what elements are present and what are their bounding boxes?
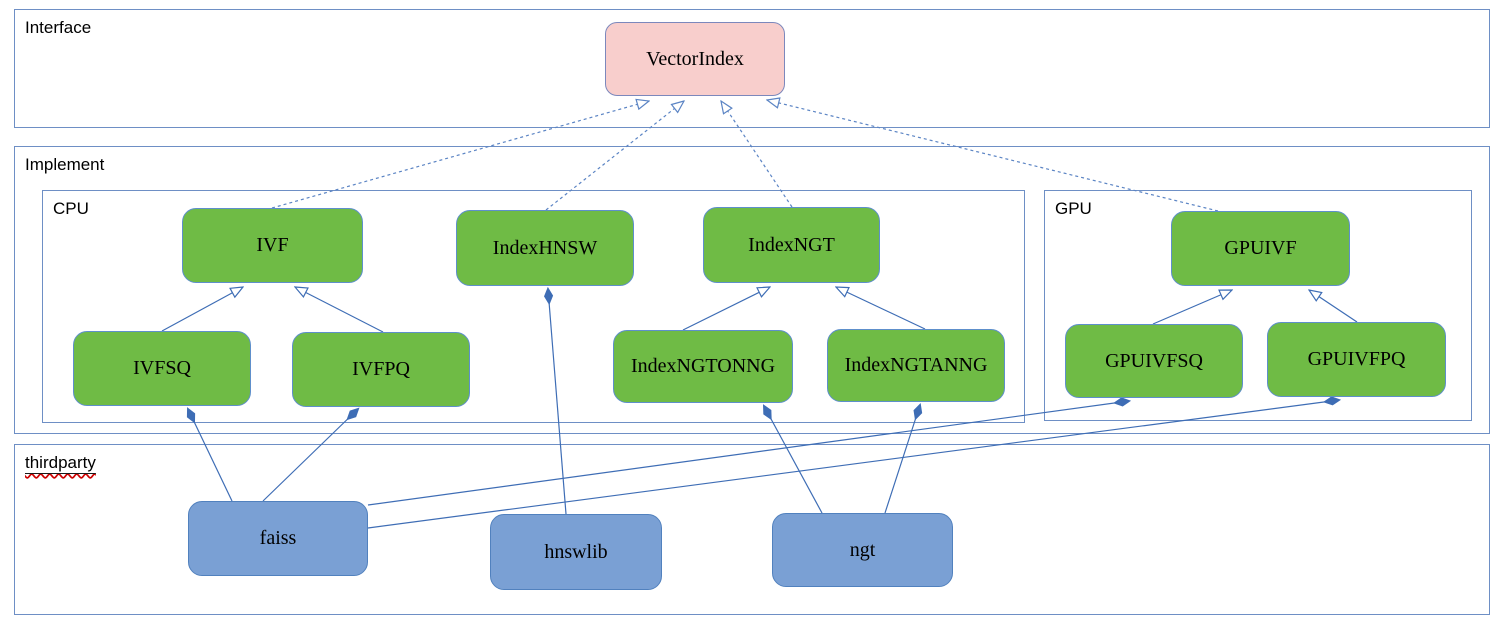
edge-composition-faiss-ivfpq[interactable] (262, 409, 358, 502)
container-cpu-label: CPU (53, 199, 89, 218)
container-implement-label: Implement (25, 155, 105, 174)
edge-inheritance-gpuivfpq-gpuivf[interactable] (1309, 290, 1358, 323)
node-gpuivf[interactable]: GPUIVF (1171, 211, 1350, 286)
container-cpu[interactable]: CPU (42, 190, 1025, 423)
node-hnswlib[interactable]: hnswlib (490, 514, 662, 590)
edge-composition-ngt-indexngtonng[interactable] (764, 406, 823, 514)
container-thirdparty-label: thirdparty (25, 453, 96, 473)
container-gpu[interactable]: GPU (1044, 190, 1472, 421)
node-ngt[interactable]: ngt (772, 513, 953, 587)
edge-composition-hnswlib-indexhnsw[interactable] (548, 289, 567, 515)
node-hnswlib-label: hnswlib (544, 540, 608, 563)
edge-realization-indexhnsw-vectorindex[interactable] (545, 101, 684, 211)
node-gpuivf-label: GPUIVF (1224, 237, 1297, 259)
edge-inheritance-ivfsq-ivf[interactable] (161, 287, 243, 332)
node-gpuivfsq[interactable]: GPUIVFSQ (1065, 324, 1243, 398)
edge-composition-faiss-gpuivfsq[interactable] (367, 401, 1129, 506)
edge-inheritance-indexngtonng-indexngt[interactable] (682, 287, 770, 331)
edge-inheritance-indexngtanng-indexngt[interactable] (836, 287, 926, 330)
container-thirdparty[interactable]: thirdparty (14, 444, 1490, 615)
node-gpuivfsq-label: GPUIVFSQ (1105, 349, 1203, 372)
edge-composition-faiss-ivfsq[interactable] (188, 409, 233, 502)
node-ivfpq[interactable]: IVFPQ (292, 332, 470, 407)
node-indexngtonng-label: IndexNGTONNG (630, 355, 776, 377)
node-indexngtanng[interactable]: IndexNGTANNG (827, 329, 1005, 402)
node-gpuivfpq-label: GPUIVFPQ (1307, 348, 1406, 370)
container-gpu-label: GPU (1055, 199, 1092, 218)
container-interface-label: Interface (25, 18, 92, 37)
node-indexngt-label: IndexNGT (748, 233, 835, 256)
edge-realization-ivf-vectorindex[interactable] (271, 101, 649, 209)
node-ivfsq[interactable]: IVFSQ (73, 331, 251, 406)
node-ivfsq-label: IVFSQ (133, 357, 191, 379)
edge-composition-faiss-gpuivfpq[interactable] (367, 400, 1339, 529)
node-indexhnsw[interactable]: IndexHNSW (456, 210, 634, 286)
node-vectorindex[interactable]: VectorIndex (605, 22, 785, 96)
node-vectorindex-label: VectorIndex (646, 47, 744, 70)
node-faiss-label: faiss (259, 527, 297, 549)
node-gpuivfpq[interactable]: GPUIVFPQ (1267, 322, 1446, 397)
container-thirdparty-label-text: thirdparty (25, 453, 96, 472)
node-indexhnsw-label: IndexHNSW (492, 236, 598, 259)
edge-inheritance-ivfpq-ivf[interactable] (295, 287, 384, 333)
container-interface[interactable]: Interface (14, 9, 1490, 128)
node-ivfpq-label: IVFPQ (352, 358, 410, 380)
node-ivf-label: IVF (256, 234, 289, 256)
node-ngt-label: ngt (849, 538, 876, 561)
node-indexngt[interactable]: IndexNGT (703, 207, 880, 283)
edge-inheritance-gpuivfsq-gpuivf[interactable] (1152, 290, 1232, 325)
node-indexngtanng-label: IndexNGTANNG (844, 354, 988, 376)
edge-composition-ngt-indexngtanng[interactable] (884, 405, 920, 514)
node-indexngtonng[interactable]: IndexNGTONNG (613, 330, 793, 403)
node-ivf[interactable]: IVF (182, 208, 363, 283)
node-faiss[interactable]: faiss (188, 501, 368, 576)
